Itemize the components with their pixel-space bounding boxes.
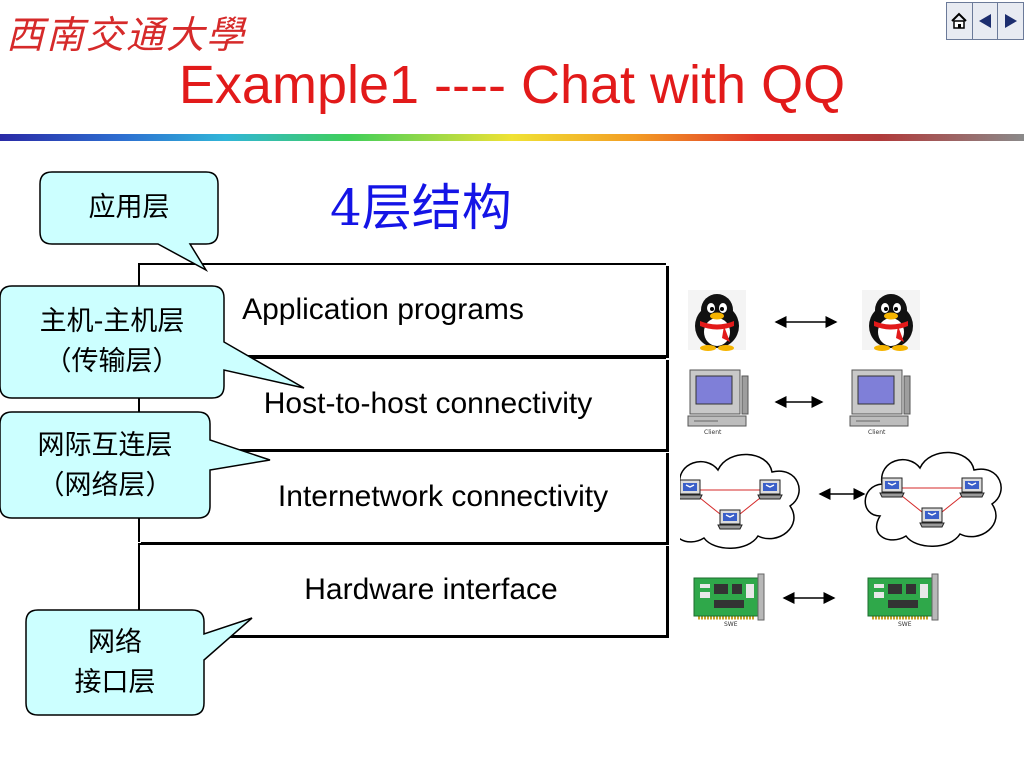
- slide-navigation: [946, 2, 1024, 40]
- layer-label: Hardware interface: [304, 573, 558, 606]
- computer-caption: Client: [704, 429, 722, 436]
- network-card-icon-left: [692, 572, 766, 622]
- layer-host-to-host: Host-to-host connectivity: [138, 357, 666, 449]
- layer-illustrations: Client Client SWE SWE: [680, 290, 1024, 628]
- university-logo: 西南交通大學: [6, 13, 247, 57]
- network-card-icon-right: [866, 572, 940, 622]
- diagram-subtitle: 4层结构: [330, 179, 512, 237]
- layer-hardware: Hardware interface: [138, 543, 666, 635]
- layer-label: Host-to-host connectivity: [263, 387, 593, 420]
- layer-label: Internetwork connectivity: [277, 480, 609, 513]
- qq-penguin-icon-left: [688, 290, 746, 351]
- computer-icon-right: [849, 369, 911, 427]
- next-arrow-icon: [1004, 14, 1017, 28]
- callout-app-shape: [39, 171, 219, 272]
- home-icon: [951, 12, 968, 29]
- network-cloud-icon-right: [865, 452, 1001, 546]
- card-caption: SWE: [898, 621, 912, 628]
- slide-title: Example1 ---- Chat with QQ: [178, 55, 846, 115]
- next-button[interactable]: [998, 3, 1023, 39]
- prev-arrow-icon: [979, 14, 991, 28]
- computer-caption: Client: [868, 429, 886, 436]
- network-cloud-icon-left: [680, 454, 799, 548]
- card-caption: SWE: [724, 621, 738, 628]
- computer-icon-left: [687, 369, 749, 427]
- title-divider: [0, 134, 1024, 141]
- callout-transport-shape: [0, 285, 305, 399]
- callout-network-shape: [0, 411, 271, 519]
- previous-button[interactable]: [973, 3, 999, 39]
- home-button[interactable]: [947, 3, 973, 39]
- qq-penguin-icon-right: [862, 290, 920, 351]
- callout-link-shape: [25, 609, 253, 716]
- layer-label: Application programs: [242, 293, 524, 326]
